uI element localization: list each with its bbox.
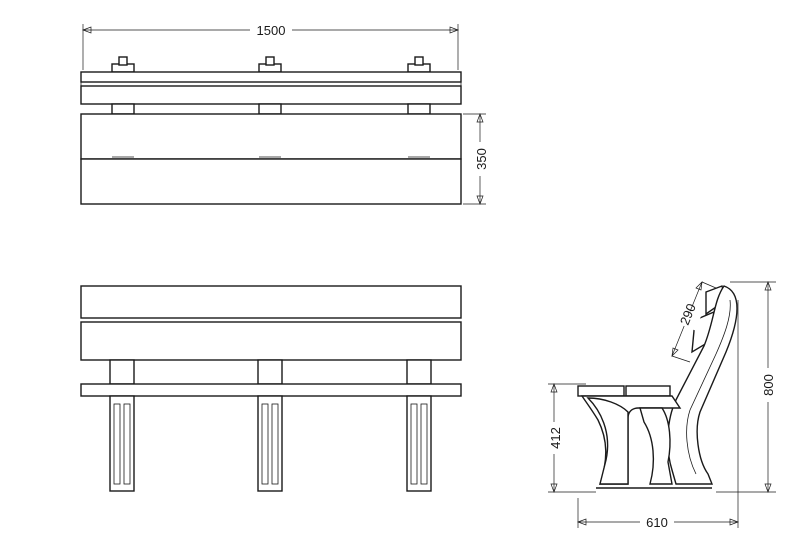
top-seat-plank-1 (80, 113, 462, 160)
seat-depth-dimension: 350 (463, 113, 489, 205)
width-dimension: 1500 (82, 22, 459, 70)
front-seat-rail (80, 383, 462, 397)
side-seat-plank-front (577, 385, 625, 397)
front-legs (109, 395, 432, 492)
side-seat-plank-rear (625, 385, 671, 397)
top-back-plank (80, 85, 462, 105)
front-back-plank-bottom (80, 321, 462, 361)
top-brackets (111, 56, 431, 73)
front-back-plank-top (80, 285, 462, 319)
side-view: 290 800 412 (548, 281, 776, 530)
side-front-leg (586, 397, 629, 485)
width-dimension-label: 1500 (257, 23, 286, 38)
depth-dimension-label: 610 (646, 515, 668, 530)
top-seat-plank-2 (80, 158, 462, 205)
top-back-rail (80, 71, 462, 83)
top-view: 1500 (80, 22, 489, 205)
depth-dimension: 610 (577, 300, 739, 530)
side-back-frame (667, 285, 738, 485)
front-view (80, 285, 462, 492)
backrest-dimension: 290 (667, 281, 717, 363)
seat-depth-dimension-label: 350 (474, 148, 489, 170)
height-dimension: 800 (716, 281, 776, 493)
height-dimension-label: 800 (761, 374, 776, 396)
seat-height-dimension-label: 412 (548, 427, 563, 449)
side-rear-leg (639, 407, 673, 485)
seat-height-dimension: 412 (548, 383, 596, 493)
